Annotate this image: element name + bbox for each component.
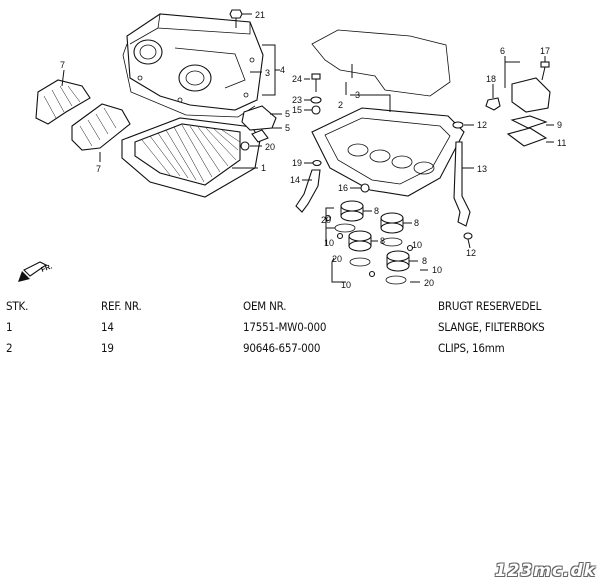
row-ref: 19 (101, 341, 114, 355)
header-desc: BRUGT RESERVEDEL (438, 299, 542, 313)
bolt-21 (229, 9, 243, 28)
callout-8: 8 (422, 256, 427, 266)
header-oem: OEM NR. (243, 299, 287, 313)
row-desc: CLIPS, 16mm (438, 341, 505, 355)
header-ref: REF. NR. (101, 299, 142, 313)
plug-16 (360, 183, 370, 193)
clip-19 (312, 159, 322, 167)
callout-20: 20 (424, 278, 434, 288)
callout-8: 8 (414, 218, 419, 228)
grommet-18 (485, 97, 501, 111)
callout-1: 1 (261, 163, 266, 173)
callout-20: 20 (332, 254, 342, 264)
callout-9: 9 (557, 120, 562, 130)
filter-box-hose (295, 169, 321, 213)
table-row: 1 14 17551-MW0-000 SLANGE, FILTERBOKS (0, 317, 600, 338)
callout-2: 2 (338, 100, 343, 110)
site-watermark: 123mc.dk (494, 561, 596, 581)
breather-tube (453, 141, 471, 227)
callout-12: 12 (477, 120, 487, 130)
callout-20: 20 (321, 215, 331, 225)
direction-label: FR. (40, 263, 53, 273)
callout-24: 24 (292, 74, 302, 84)
table-header: STK. REF. NR. OEM NR. BRUGT RESERVEDEL (0, 296, 600, 317)
callout-12: 12 (466, 248, 476, 258)
washer-23 (310, 96, 322, 104)
callout-7: 7 (60, 60, 65, 70)
leader-lines (61, 13, 554, 283)
callout-8: 8 (380, 236, 385, 246)
callout-16: 16 (338, 183, 348, 193)
air-cleaner-case (311, 107, 465, 197)
intake-insulators (334, 200, 410, 285)
callout-6: 6 (500, 46, 505, 56)
callout-17: 17 (540, 46, 550, 56)
front-direction-arrow: FR. (18, 261, 53, 282)
row-oem: 17551-MW0-000 (243, 320, 327, 334)
intake-duct-right (71, 103, 131, 151)
callout-8: 8 (374, 206, 379, 216)
clip-12-bottom (463, 232, 473, 240)
air-cleaner-cover (126, 13, 264, 111)
nut-22 (240, 141, 250, 151)
callout-7: 7 (96, 164, 101, 174)
bolt-17 (540, 61, 550, 81)
row-oem: 90646-657-000 (243, 341, 321, 355)
callout-10: 10 (412, 240, 422, 250)
exploded-parts-diagram: 21 4 3 5 5 20 1 7 7 24 23 15 3 2 12 13 1… (18, 9, 566, 290)
row-qty: 2 (6, 341, 13, 355)
callout-5: 5 (285, 123, 290, 133)
callout-10: 10 (432, 265, 442, 275)
callout-11: 11 (557, 138, 566, 148)
header-qty: STK. (6, 299, 29, 313)
breather-chamber (504, 61, 551, 113)
row-desc: SLANGE, FILTERBOKS (438, 320, 545, 334)
seal-9 (510, 115, 548, 129)
callout-18: 18 (486, 74, 496, 84)
callout-23: 23 (292, 95, 302, 105)
callout-numbers: 21 4 3 5 5 20 1 7 7 24 23 15 3 2 12 13 1… (60, 10, 566, 290)
table-row: 2 19 90646-657-000 CLIPS, 16mm (0, 338, 600, 359)
grommet-15 (311, 105, 321, 115)
callout-13: 13 (477, 164, 487, 174)
filter-11 (506, 127, 548, 147)
callout-22: 20 (265, 142, 275, 152)
callout-10: 10 (341, 280, 351, 290)
bolt-24 (311, 73, 321, 92)
clip-12-top (452, 121, 464, 129)
callout-19: 19 (292, 158, 302, 168)
callout-3: 3 (265, 68, 270, 78)
callout-14: 14 (290, 175, 300, 185)
callout-15: 15 (292, 105, 302, 115)
intake-duct-left (35, 79, 91, 125)
parts-table: STK. REF. NR. OEM NR. BRUGT RESERVEDEL 1… (0, 296, 600, 359)
callout-3: 3 (355, 90, 360, 100)
callout-10: 10 (324, 238, 334, 248)
callout-21: 21 (255, 10, 265, 20)
row-qty: 1 (6, 320, 13, 334)
row-ref: 14 (101, 320, 114, 334)
callout-4: 4 (280, 65, 285, 75)
air-filter-element (121, 117, 261, 198)
callout-5: 5 (285, 109, 290, 119)
case-gasket (311, 29, 451, 97)
